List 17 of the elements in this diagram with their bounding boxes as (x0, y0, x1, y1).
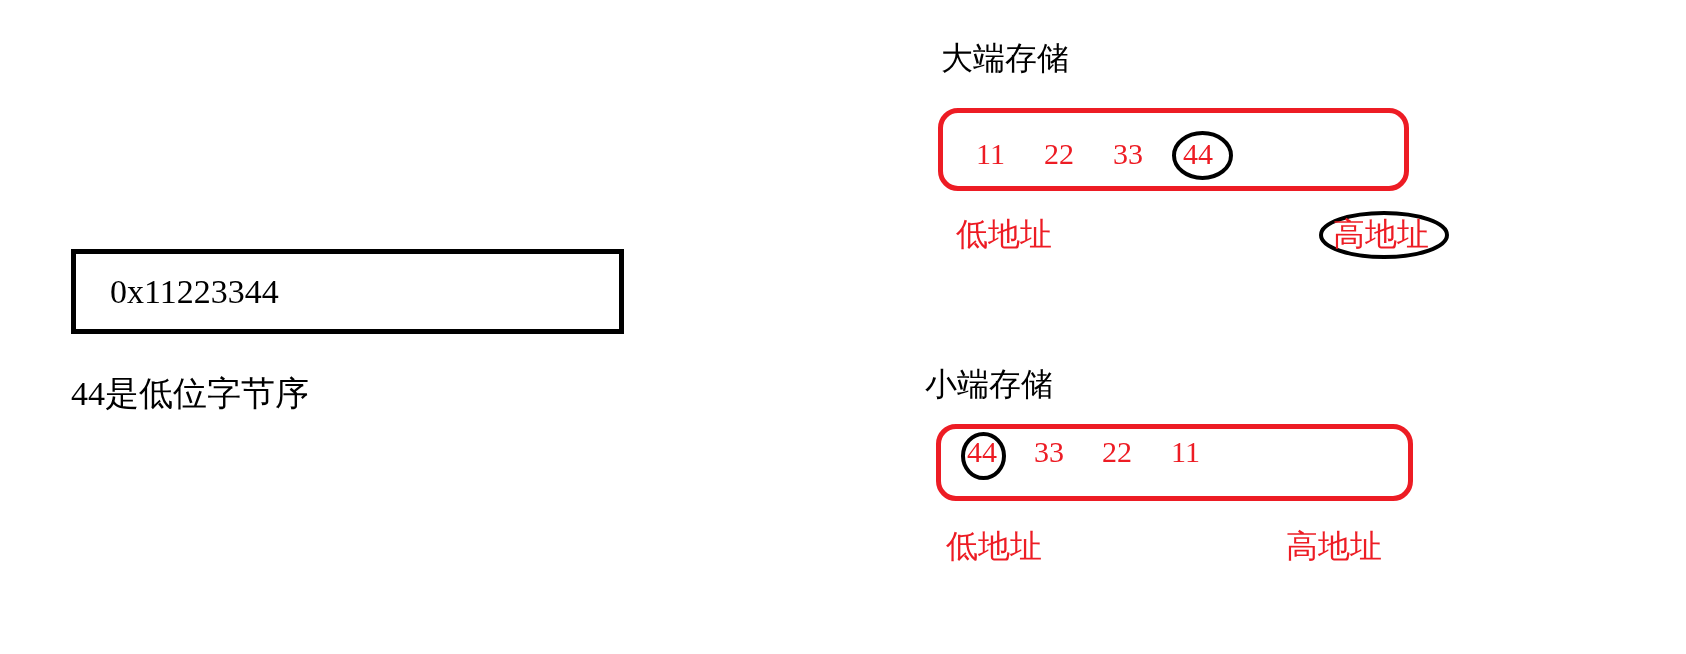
note-text: 44是低位字节序 (71, 377, 309, 411)
number-text: 11 (976, 139, 1005, 169)
number-text: 33 (1034, 437, 1064, 467)
number-text: 11 (1171, 437, 1200, 467)
value-text: 0x11223344 (110, 275, 279, 309)
address-label: 低地址 (946, 530, 1042, 562)
value-box (71, 249, 624, 334)
address-label: 高地址 (1333, 218, 1429, 250)
number-text: 22 (1044, 139, 1074, 169)
heading: 大端存储 (941, 42, 1069, 74)
heading: 小端存储 (925, 368, 1053, 400)
number-text: 44 (967, 437, 997, 467)
number-text: 33 (1113, 139, 1143, 169)
number-text: 22 (1102, 437, 1132, 467)
address-label: 低地址 (956, 218, 1052, 250)
number-text: 44 (1183, 139, 1213, 169)
address-label: 高地址 (1286, 530, 1382, 562)
